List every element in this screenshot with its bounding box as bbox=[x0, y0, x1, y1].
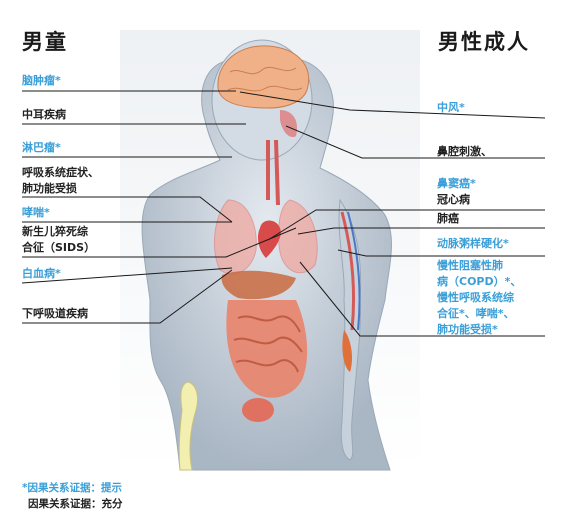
label-lower-respiratory: 下呼吸道疾病 bbox=[22, 307, 88, 320]
right-lung bbox=[277, 199, 318, 274]
nasal-cavity bbox=[280, 110, 298, 138]
arm-vein bbox=[347, 211, 361, 331]
label-brain-tumor: 脑肿瘤* bbox=[22, 74, 61, 87]
label-nasal-irritation-text: 鼻腔刺激、 bbox=[437, 145, 492, 158]
right-title-adult-men: 男性成人 bbox=[438, 29, 530, 54]
legend-suggestive: *因果关系证据：提示 bbox=[22, 482, 122, 494]
liver bbox=[221, 270, 296, 300]
label-respiratory-symptoms: 呼吸系统症状、 肺功能受损 bbox=[22, 166, 99, 195]
legend-sufficient: 因果关系证据：充分 bbox=[28, 498, 123, 510]
body-silhouette bbox=[141, 56, 392, 471]
label-lymphoma: 淋巴瘤* bbox=[22, 141, 61, 154]
label-copd: 慢性阻塞性肺 病（COPD）*、 慢性呼吸系统综 合征*、哮喘*、 肺功能受损* bbox=[437, 259, 522, 336]
label-chd: 冠心病 bbox=[437, 193, 470, 206]
neck-vessels bbox=[266, 139, 280, 206]
femur-bone bbox=[178, 381, 199, 471]
right-leader-lines bbox=[239, 91, 546, 337]
label-atherosclerosis: 动脉粥样硬化* bbox=[437, 237, 509, 250]
intestines bbox=[226, 300, 308, 398]
label-stroke: 中风* bbox=[437, 101, 465, 114]
left-leader-lines bbox=[21, 90, 297, 324]
label-sinus-cancer-text: 鼻窦癌* bbox=[437, 177, 476, 190]
arm-artery bbox=[340, 211, 356, 331]
label-nasal-irritation: 鼻腔刺激、 鼻窦癌* bbox=[437, 128, 492, 208]
forearm-muscle bbox=[342, 330, 352, 372]
bladder bbox=[242, 398, 274, 422]
label-leukemia: 白血病* bbox=[22, 267, 61, 280]
label-lung-cancer: 肺癌 bbox=[437, 212, 459, 225]
label-otitis-media: 中耳疾病 bbox=[22, 108, 66, 121]
left-title-boys: 男童 bbox=[22, 29, 68, 54]
label-sids: 新生儿猝死综 合征（SIDS） bbox=[22, 225, 96, 254]
label-asthma: 哮喘* bbox=[22, 206, 50, 219]
